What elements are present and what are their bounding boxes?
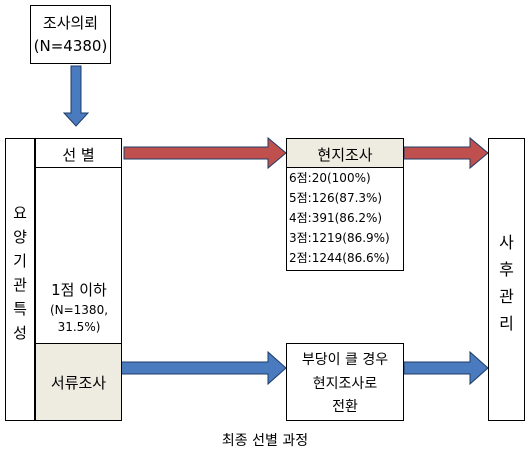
arrow-request-to-selection — [62, 65, 90, 127]
low-score-title: 1점 이하 — [51, 281, 107, 299]
onsite-row: 4점:391(86.2%) — [289, 211, 383, 225]
request-title: 조사의뢰 — [42, 14, 99, 32]
onsite-row: 2점:1244(86.6%) — [289, 251, 390, 265]
followup-box: 사 후 관 리 — [488, 138, 525, 421]
conversion-line1: 부당이 클 경우 — [301, 352, 389, 368]
institution-characteristics-column: 요 양 기 관 특 성 — [5, 138, 35, 421]
conversion-box: 부당이 클 경우 현지조사로 전환 — [286, 343, 404, 421]
conversion-line3: 전환 — [332, 399, 358, 415]
onsite-title: 현지조사 — [317, 146, 373, 164]
arrow-conversion-to-followup — [403, 350, 489, 386]
low-score-count-line2: 31.5%) — [57, 320, 101, 334]
request-count: (N=4380) — [33, 37, 108, 55]
onsite-row: 3점:1219(86.9%) — [289, 231, 390, 245]
arrow-onsite-to-followup — [403, 136, 489, 170]
document-review-box: 서류조사 — [35, 343, 122, 421]
caption: 최종 선별 과정 — [221, 433, 309, 449]
onsite-box: 현지조사 6점:20(100%) 5점:126(87.3%) 4점:391(86… — [286, 138, 404, 271]
document-review-label: 서류조사 — [50, 374, 107, 392]
onsite-header: 현지조사 — [286, 138, 404, 168]
selection-label: 선 별 — [62, 146, 95, 164]
followup-label: 사 후 관 리 — [499, 233, 514, 333]
onsite-row: 5점:126(87.3%) — [289, 191, 383, 205]
selection-box: 선 별 — [35, 138, 122, 168]
arrow-selection-to-onsite — [123, 136, 287, 170]
low-score-count-line1: (N=1380, — [49, 303, 109, 317]
onsite-row: 6점:20(100%) — [289, 171, 371, 185]
arrow-document-to-conversion — [120, 350, 287, 386]
institution-characteristics-label: 요 양 기 관 특 성 — [13, 204, 27, 342]
conversion-line2: 현지조사로 — [312, 376, 378, 392]
request-box: 조사의뢰 (N=4380) — [30, 5, 111, 64]
